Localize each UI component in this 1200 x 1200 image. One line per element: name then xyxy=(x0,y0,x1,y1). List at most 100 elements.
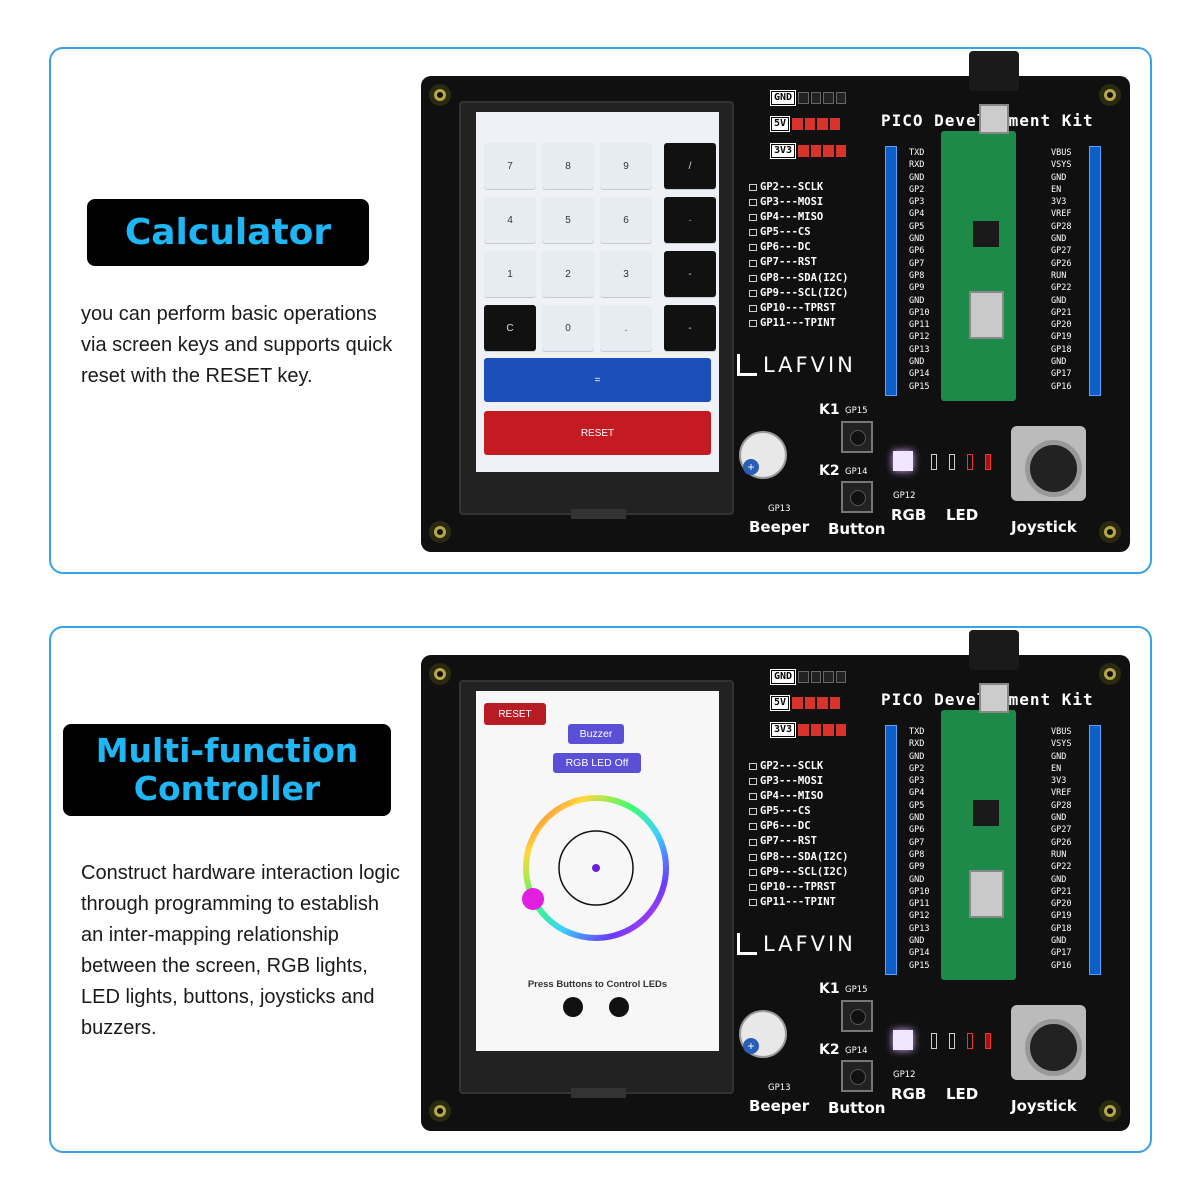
calc-key[interactable]: 1 xyxy=(484,251,536,297)
rgb-led xyxy=(893,1030,913,1050)
led-indicator xyxy=(609,997,629,1017)
rgb-led xyxy=(893,451,913,471)
calc-key[interactable]: 6 xyxy=(600,197,652,243)
buzzer-button[interactable]: Buzzer xyxy=(568,724,624,744)
reset-button[interactable]: RESET xyxy=(484,703,546,725)
led-gp16 xyxy=(931,1033,937,1049)
calc-key[interactable]: 8 xyxy=(542,143,594,189)
calc-key[interactable]: . xyxy=(600,305,652,351)
gpio-map: GP2---SCLK GP3---MOSI GP4---MISO GP5---C… xyxy=(749,759,849,910)
calc-key[interactable]: 9 xyxy=(600,143,652,189)
pico-board xyxy=(941,131,1016,401)
calc-key[interactable]: 3 xyxy=(600,251,652,297)
wifi-module xyxy=(969,291,1004,339)
pin-labels-left: TXD RXD GND GP2 GP3 GP4 GP5 GND GP6 GP7 … xyxy=(909,727,930,971)
header-3v3: 3V3 xyxy=(769,143,847,159)
dev-board: 7 8 9 / 4 5 6 · 1 2 3 - C 0 . - = RESET xyxy=(421,51,1130,552)
beeper-label: Beeper xyxy=(749,518,810,536)
lcd-frame: 7 8 9 / 4 5 6 · 1 2 3 - C 0 . - = RESET xyxy=(459,101,734,519)
pin-labels-right: VBUS VSYS GND EN 3V3 VREF GP28 GND GP27 … xyxy=(1051,148,1072,392)
led-3v3 xyxy=(967,454,973,470)
calc-key[interactable]: 5 xyxy=(542,197,594,243)
calc-key-clear[interactable]: C xyxy=(484,305,536,351)
k2-button[interactable] xyxy=(841,481,873,513)
gp12-label: GP12 xyxy=(893,1070,916,1080)
button-label: Button xyxy=(828,520,886,538)
panel-description: Construct hardware interaction logic thr… xyxy=(81,862,401,1039)
lafvin-logo: LAFVIN xyxy=(737,932,856,956)
rgb-label: RGB xyxy=(891,506,927,524)
led-gp17 xyxy=(949,1033,955,1049)
controller-panel: Multi-function Controller Construct hard… xyxy=(49,626,1152,1153)
mount-hole xyxy=(1099,521,1121,543)
plus-icon: + xyxy=(743,459,759,475)
led-label: LED xyxy=(946,1085,979,1103)
mount-hole xyxy=(1099,84,1121,106)
logo-mark-icon xyxy=(737,933,757,955)
rp2040-chip xyxy=(973,800,999,826)
button-label: Button xyxy=(828,1099,886,1117)
k2-label: K2 xyxy=(819,463,840,479)
calc-key[interactable]: 4 xyxy=(484,197,536,243)
rp2040-chip xyxy=(973,221,999,247)
led-5v xyxy=(985,1033,991,1049)
calc-key[interactable]: 7 xyxy=(484,143,536,189)
gpio-map: GP2---SCLK GP3---MOSI GP4---MISO GP5---C… xyxy=(749,180,849,331)
k1-label: K1 xyxy=(819,402,840,418)
usb-cable xyxy=(969,51,1019,91)
panel-title: Calculator xyxy=(87,199,369,266)
buzzer: + xyxy=(739,1010,787,1058)
beeper-label: Beeper xyxy=(749,1097,810,1115)
pin-strip-right xyxy=(1089,725,1101,975)
joystick[interactable] xyxy=(1011,426,1086,501)
usb-port xyxy=(979,104,1009,134)
k2-label: K2 xyxy=(819,1042,840,1058)
led-gp17 xyxy=(949,454,955,470)
gp15-label: GP15 xyxy=(845,406,868,416)
led-indicator xyxy=(563,997,583,1017)
mount-hole xyxy=(429,84,451,106)
rgb-label: RGB xyxy=(891,1085,927,1103)
panel-description: you can perform basic operations via scr… xyxy=(81,303,393,387)
lafvin-logo: LAFVIN xyxy=(737,353,856,377)
calc-key[interactable]: 0 xyxy=(542,305,594,351)
flex-cable xyxy=(571,509,626,519)
rgb-led-toggle[interactable]: RGB LED Off xyxy=(553,753,641,773)
equals-button[interactable]: = xyxy=(484,358,711,402)
reset-button[interactable]: RESET xyxy=(484,411,711,455)
pico-board xyxy=(941,710,1016,980)
led-5v xyxy=(985,454,991,470)
pin-strip-right xyxy=(1089,146,1101,396)
buzzer: + xyxy=(739,431,787,479)
k2-button[interactable] xyxy=(841,1060,873,1092)
gp14-label: GP14 xyxy=(845,467,868,477)
gp13-label: GP13 xyxy=(768,504,791,514)
lcd-screen: RESET Buzzer RGB LED Off xyxy=(476,691,719,1051)
mount-hole xyxy=(429,521,451,543)
joystick[interactable] xyxy=(1011,1005,1086,1080)
pin-strip-left xyxy=(885,146,897,396)
flex-cable xyxy=(571,1088,626,1098)
color-wheel[interactable] xyxy=(521,793,671,943)
led-label: LED xyxy=(946,506,979,524)
pin-strip-left xyxy=(885,725,897,975)
calc-key-divide[interactable]: / xyxy=(664,143,716,189)
joystick-label: Joystick xyxy=(1011,518,1077,536)
dev-board: RESET Buzzer RGB LED Off xyxy=(421,630,1130,1131)
k1-button[interactable] xyxy=(841,421,873,453)
press-instruction: Press Buttons to Control LEDs xyxy=(527,979,668,990)
calc-key-multiply[interactable]: · xyxy=(664,197,716,243)
pin-labels-left: TXD RXD GND GP2 GP3 GP4 GP5 GND GP6 GP7 … xyxy=(909,148,930,392)
led-gp16 xyxy=(931,454,937,470)
header-gnd: GND xyxy=(769,90,847,106)
calc-key[interactable]: 2 xyxy=(542,251,594,297)
k1-button[interactable] xyxy=(841,1000,873,1032)
usb-cable xyxy=(969,630,1019,670)
gp15-label: GP15 xyxy=(845,985,868,995)
joystick-label: Joystick xyxy=(1011,1097,1077,1115)
calc-key-minus[interactable]: - xyxy=(664,251,716,297)
logo-mark-icon xyxy=(737,354,757,376)
calc-key-plus[interactable]: - xyxy=(664,305,716,351)
header-5v: 5V xyxy=(769,695,841,711)
header-5v: 5V xyxy=(769,116,841,132)
